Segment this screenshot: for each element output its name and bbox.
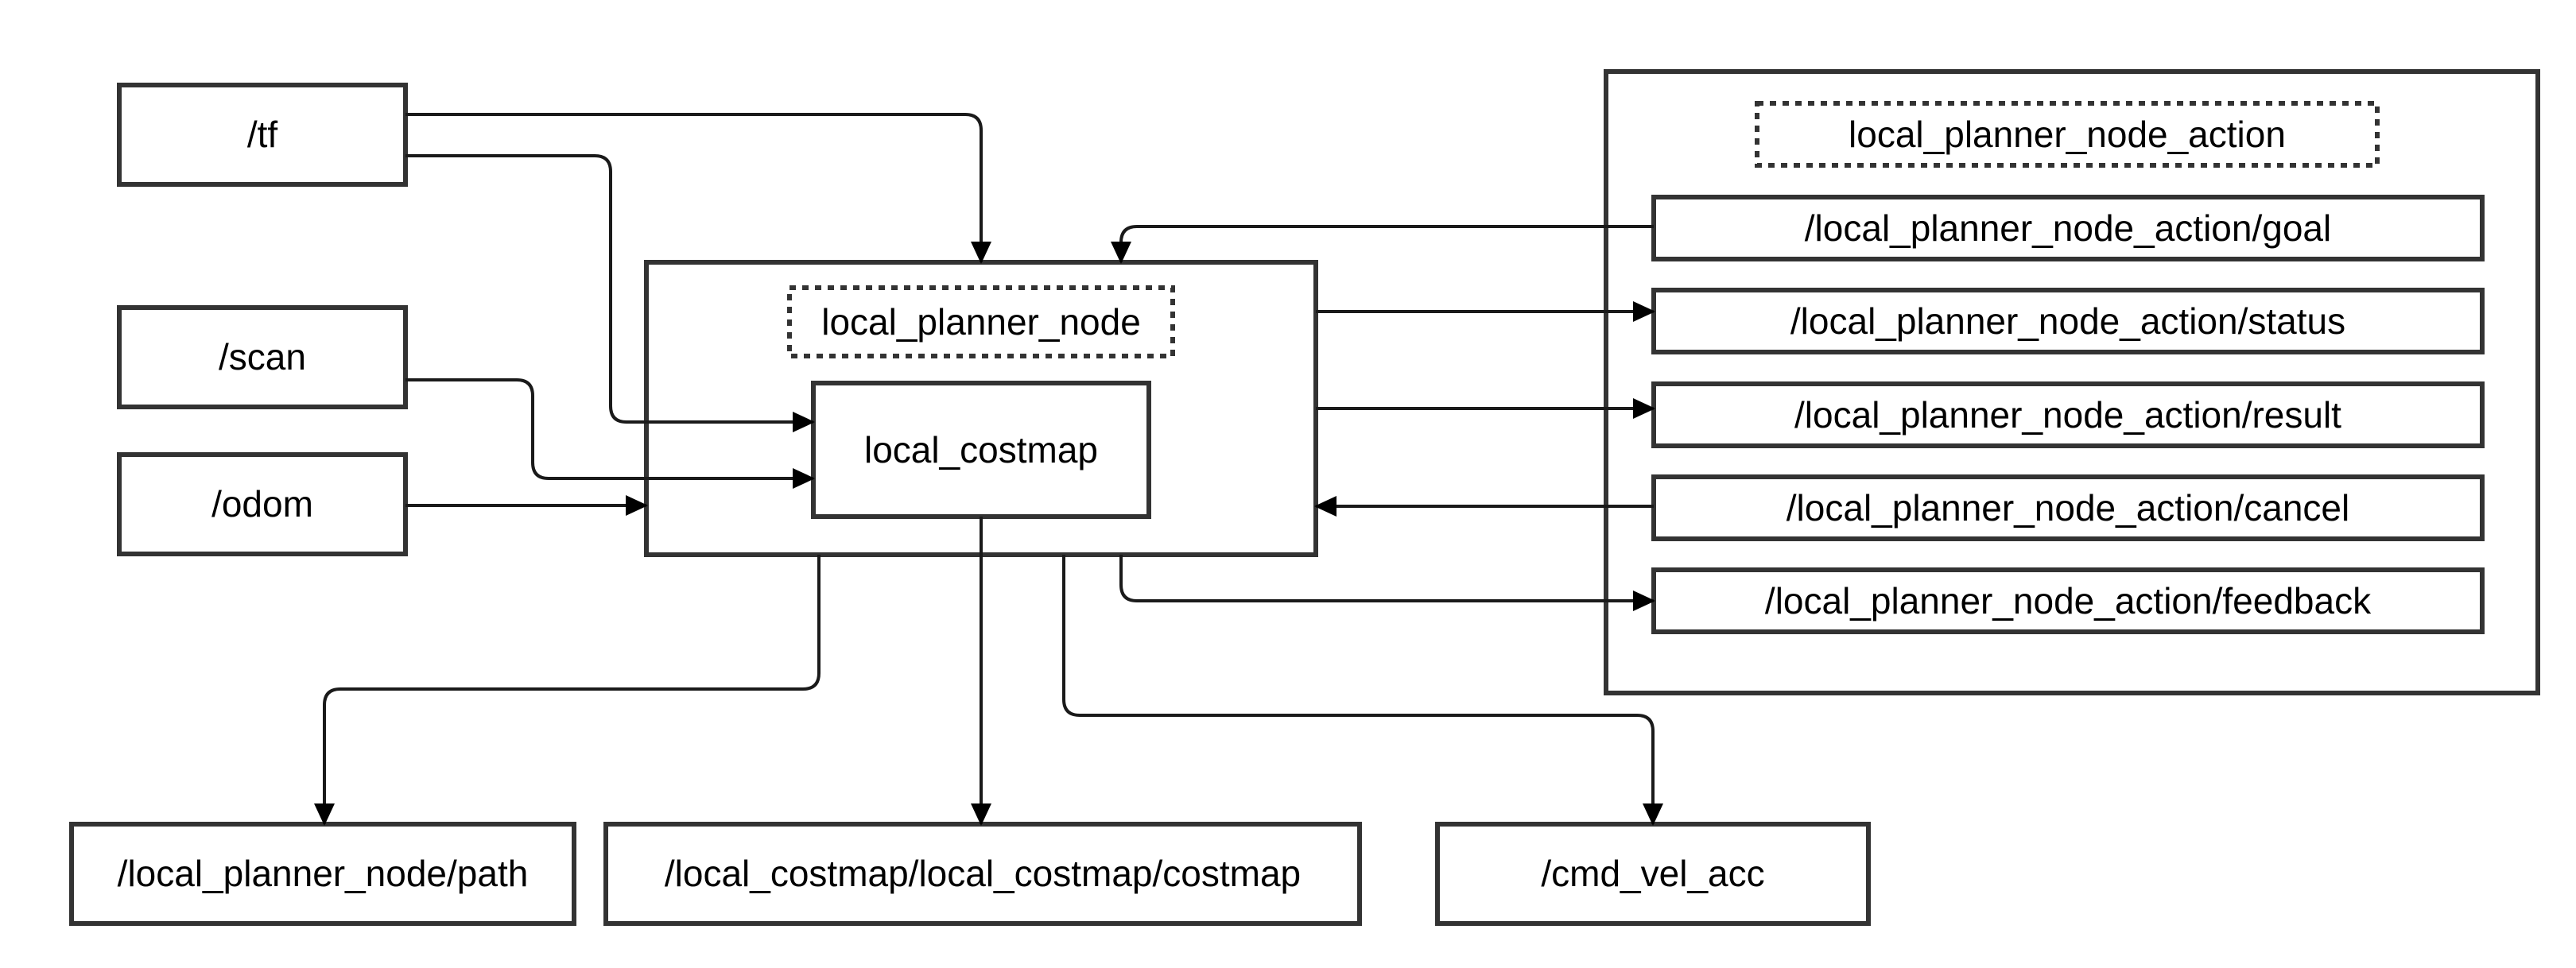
topic-tf-label: /tf [247, 114, 278, 155]
topic-cmd-vel-acc-label: /cmd_vel_acc [1541, 853, 1764, 894]
topic-result[interactable]: /local_planner_node_action/result [1651, 381, 2485, 448]
topic-cmd-vel-acc[interactable]: /cmd_vel_acc [1435, 822, 1871, 926]
local-costmap[interactable]: local_costmap [811, 381, 1151, 519]
topic-status[interactable]: /local_planner_node_action/status [1651, 288, 2485, 354]
topic-path[interactable]: /local_planner_node/path [69, 822, 576, 926]
edge-tf-to-node [405, 113, 991, 264]
topic-goal[interactable]: /local_planner_node_action/goal [1651, 195, 2485, 261]
topic-path-label: /local_planner_node/path [118, 853, 529, 894]
edge-node-to-feedback [1119, 555, 1655, 611]
edge-goal-to-node [1111, 225, 1654, 264]
topic-costmap-label: /local_costmap/local_costmap/costmap [665, 853, 1301, 894]
topic-feedback[interactable]: /local_planner_node_action/feedback [1651, 567, 2485, 634]
topic-scan[interactable]: /scan [117, 305, 408, 409]
topic-cancel[interactable]: /local_planner_node_action/cancel [1651, 474, 2485, 541]
topic-costmap[interactable]: /local_costmap/local_costmap/costmap [603, 822, 1362, 926]
edge-node-to-path [314, 555, 821, 826]
topic-cancel-label: /local_planner_node_action/cancel [1787, 487, 2349, 529]
action-group-label-box [1755, 101, 2380, 168]
topic-odom-label: /odom [211, 483, 313, 525]
local-costmap-label: local_costmap [864, 429, 1098, 470]
topic-result-label: /local_planner_node_action/result [1794, 394, 2341, 436]
topic-goal-label: /local_planner_node_action/goal [1805, 207, 2331, 249]
local-planner-node-label-box [787, 285, 1175, 358]
topic-odom[interactable]: /odom [117, 452, 408, 556]
topic-tf[interactable]: /tf [117, 83, 408, 187]
action-group-label: local_planner_node_action [1849, 114, 2286, 155]
topic-status-label: /local_planner_node_action/status [1790, 300, 2345, 342]
topic-feedback-label: /local_planner_node_action/feedback [1765, 580, 2372, 621]
edge-tf-to-costmap [405, 154, 815, 432]
edges [314, 113, 1663, 826]
edge-scan-to-costmap [405, 378, 815, 489]
topic-scan-label: /scan [219, 336, 306, 378]
edge-node-to-cmd-vel-acc [1062, 555, 1663, 826]
local-planner-node-label: local_planner_node [821, 301, 1141, 343]
